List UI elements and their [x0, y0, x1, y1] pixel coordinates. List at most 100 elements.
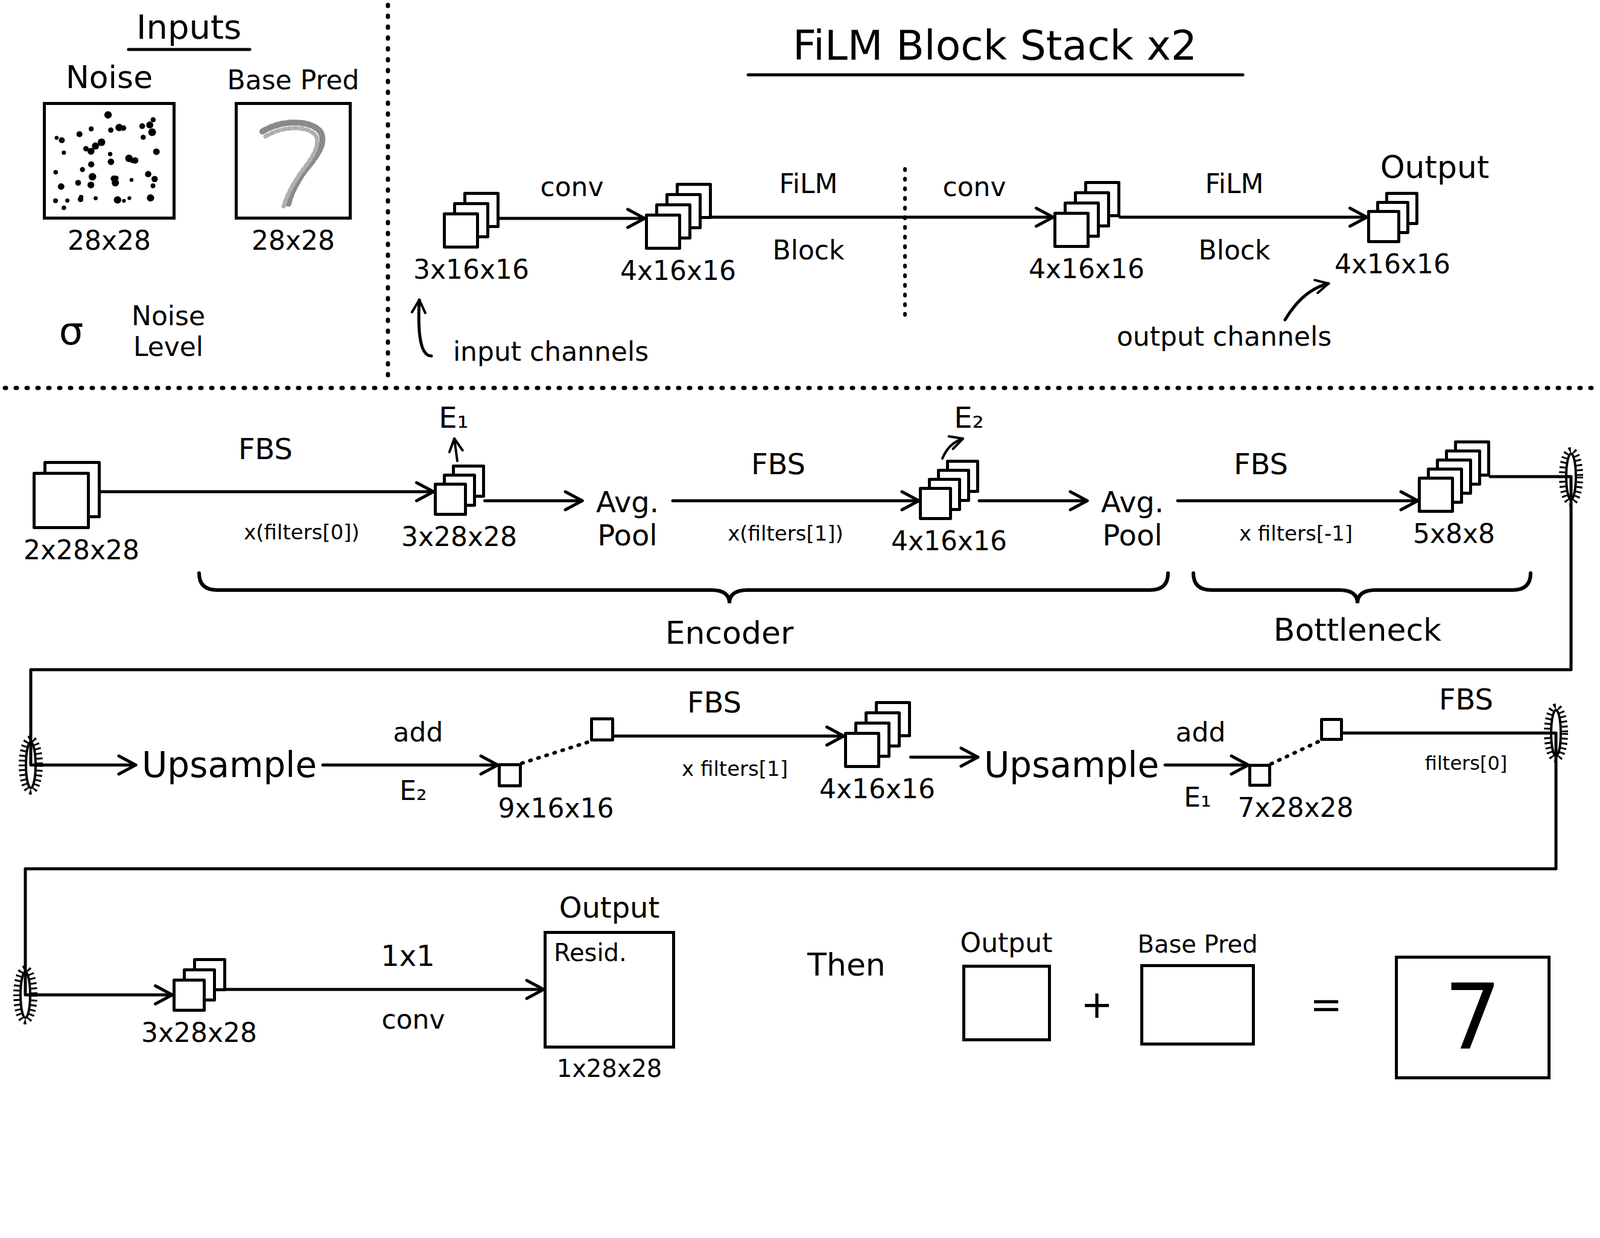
- output-image-box: OutputResid.1x28x28: [543, 930, 676, 1049]
- image-box: Base Pred: [1140, 964, 1255, 1046]
- stack-outline: [442, 191, 500, 249]
- noise-dots: [53, 111, 160, 210]
- noise-dot: [88, 173, 96, 181]
- edge-label: FBS: [1438, 682, 1494, 717]
- stack-outline: [1417, 440, 1491, 513]
- operation-text: Avg. Pool: [588, 485, 667, 553]
- operation-text: Upsample: [141, 745, 317, 786]
- noise-dot: [93, 196, 98, 201]
- dimension-label: 1x28x28: [556, 1054, 663, 1083]
- feature-map-square: [1368, 211, 1399, 242]
- feature-map-square: [1321, 719, 1342, 740]
- feature-map-square: [591, 719, 613, 741]
- stack-outline: [433, 464, 486, 516]
- image-title: Base Pred: [227, 65, 360, 96]
- flow-arrow: [100, 490, 434, 494]
- flow-arrow: [979, 499, 1088, 503]
- group-brace: [1193, 573, 1531, 604]
- noise-dot: [144, 170, 151, 177]
- noise-dot: [79, 167, 85, 172]
- flow-arrow: [25, 733, 1556, 995]
- flow-arrow: [614, 734, 845, 738]
- noise-dot: [107, 127, 114, 133]
- group-brace: [199, 573, 1169, 604]
- feature-map-square: [434, 483, 466, 515]
- flow-arrow: [226, 988, 545, 992]
- feature-stack: 4x16x16: [844, 701, 912, 769]
- repeat-note: x(filters[0]): [243, 520, 360, 545]
- noise-dot: [79, 194, 84, 200]
- symbol-caption: Noise Level: [117, 301, 220, 362]
- edge-label: 1x1: [380, 939, 435, 973]
- feature-stack: 3x16x16: [442, 191, 500, 249]
- feature-map-square: [1054, 212, 1088, 247]
- edge-label: add: [1175, 717, 1226, 749]
- noise-dot: [57, 183, 65, 191]
- noise-dot: [76, 130, 83, 137]
- dimension-label: 4x16x16: [819, 774, 936, 805]
- noise-dot: [87, 147, 95, 156]
- dimension-label: 28x28: [67, 225, 151, 257]
- dimension-label: 3x16x16: [413, 254, 530, 286]
- feature-stack: Output4x16x16: [1367, 191, 1419, 244]
- feature-map-square: [845, 733, 879, 767]
- edge-label: FBS: [751, 447, 806, 481]
- noise-dot: [140, 134, 147, 140]
- flow-arrow: [322, 763, 498, 767]
- connector-group: [25, 217, 1572, 995]
- dimension-label: 2x28x28: [23, 535, 140, 566]
- input-image-box: Base Pred28x28: [234, 101, 352, 220]
- feature-map-square: [920, 488, 951, 519]
- callout-arrow: [1285, 283, 1329, 320]
- flow-arrow: [485, 499, 583, 503]
- image-content: Resid.: [553, 938, 627, 967]
- sequence-word: Then: [807, 947, 886, 984]
- noise-dot: [127, 196, 131, 200]
- channel-ellipsis: [1271, 740, 1321, 764]
- noise-dot: [88, 161, 95, 168]
- noise-dot: [121, 199, 126, 203]
- channel-ellipsis: [521, 741, 591, 764]
- feature-stack: 9x16x16: [497, 717, 615, 788]
- dimension-label: 9x16x16: [497, 793, 614, 825]
- flow-arrow: [672, 499, 919, 503]
- noise-dot: [88, 126, 94, 132]
- image-title: Base Pred: [1137, 930, 1258, 959]
- digit-sketch: [262, 122, 323, 207]
- dimension-label: 3x28x28: [141, 1017, 258, 1049]
- stack-title: Output: [1380, 149, 1490, 186]
- operation-text: Avg. Pool: [1093, 485, 1172, 553]
- noise-dot: [146, 194, 154, 202]
- noise-dot: [53, 198, 58, 204]
- image-title: Output: [960, 927, 1053, 959]
- section-heading: FiLM Block Stack x2: [792, 22, 1197, 70]
- image-title: Noise: [65, 59, 153, 96]
- noise-dot: [153, 148, 160, 156]
- dimension-label: 7x28x28: [1237, 792, 1354, 824]
- flow-arrow: [499, 217, 645, 221]
- noise-dot: [130, 159, 134, 163]
- skip-tag: E₁: [438, 401, 469, 435]
- skip-tag: E₁: [1183, 782, 1211, 814]
- stack-outline: [644, 182, 712, 250]
- operation-text: Upsample: [984, 745, 1159, 786]
- edge-label: add: [393, 717, 444, 749]
- noise-dot: [65, 198, 70, 203]
- stage-divider: [903, 168, 907, 317]
- noise-dot: [148, 128, 157, 137]
- image-title: Output: [559, 891, 661, 925]
- feature-stack: 3x28x28: [172, 958, 227, 1012]
- dimension-label: 28x28: [251, 225, 335, 257]
- noise-dot: [129, 177, 134, 182]
- flow-arrow: [911, 755, 978, 759]
- feature-map-square: [1419, 478, 1453, 512]
- edge-label: FiLM Block: [763, 150, 854, 284]
- feature-map-square: [33, 473, 89, 528]
- skip-tag: E₂: [399, 775, 427, 807]
- stack-outline: [1248, 717, 1343, 787]
- operation-label: Avg. Pool: [582, 482, 673, 556]
- stack-outline: [1367, 191, 1419, 244]
- edge-label: FiLM Block: [1189, 150, 1280, 284]
- callout-arrow: [418, 299, 432, 356]
- feature-stack: 4x16x16: [644, 182, 712, 250]
